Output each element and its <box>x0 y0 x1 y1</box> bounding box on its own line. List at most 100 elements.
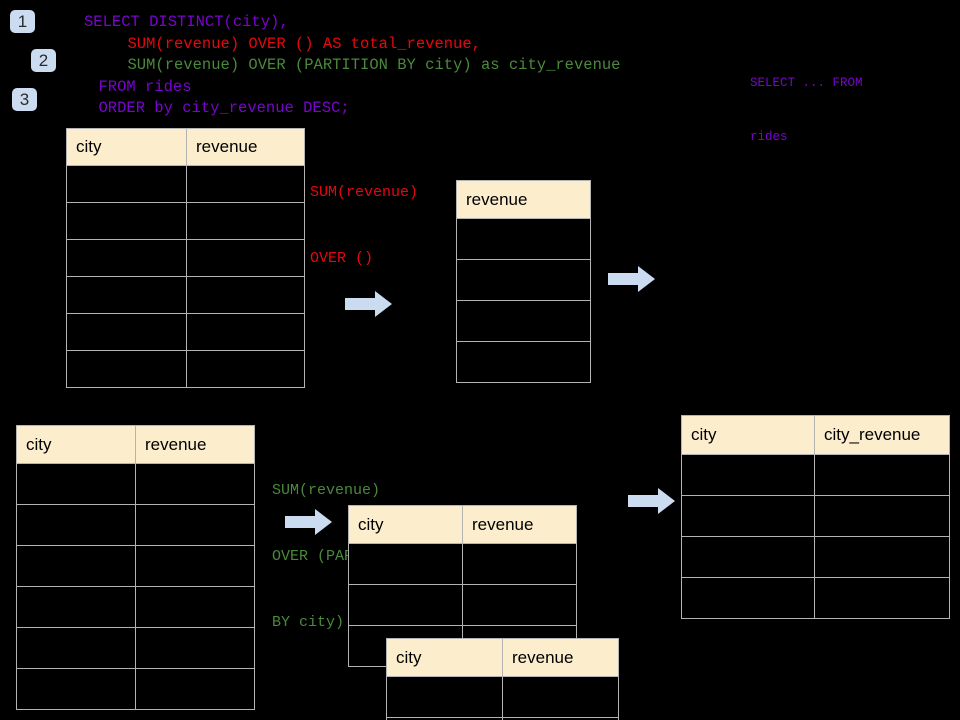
table-cell <box>66 239 187 277</box>
table-cell <box>814 577 950 619</box>
annotation-total-revenue: SUM(revenue) OVER () <box>310 138 418 314</box>
table-cell <box>66 350 187 388</box>
column-header-revenue: revenue <box>502 638 619 677</box>
column-header-revenue: revenue <box>456 180 591 219</box>
table-row <box>66 350 305 388</box>
table-cell <box>135 627 255 669</box>
table-cell <box>16 668 136 710</box>
table-row <box>66 313 305 351</box>
annotation-city-revenue-line-3: BY city) <box>272 614 345 631</box>
table-cell <box>135 504 255 546</box>
table-cell <box>348 543 463 585</box>
annotation-total-revenue-line-2: OVER () <box>310 250 374 267</box>
table-row <box>456 259 591 301</box>
table-cell <box>681 454 815 496</box>
table-cell <box>135 668 255 710</box>
table-row <box>681 454 950 496</box>
table-cell <box>502 717 619 720</box>
table-cell <box>16 504 136 546</box>
table-row <box>681 577 950 619</box>
right-arrow-icon <box>285 509 332 535</box>
table-cell <box>16 627 136 669</box>
table-row <box>386 676 619 718</box>
table-cell <box>16 586 136 628</box>
table-cell <box>462 584 577 626</box>
column-header-city: city <box>386 638 503 677</box>
annotation-city-revenue-line-1: SUM(revenue) <box>272 482 381 499</box>
table-row <box>456 341 591 383</box>
table-cell <box>456 300 591 342</box>
total-revenue-table: revenue <box>456 180 591 383</box>
table-cell <box>456 218 591 260</box>
table-cell <box>456 259 591 301</box>
arrow-total-to-result <box>608 265 656 293</box>
sql-line-3: SUM(revenue) OVER (PARTITION BY city) as… <box>127 56 621 74</box>
table-row <box>681 495 950 537</box>
table-cell <box>386 676 503 718</box>
sql-sidenote: SELECT ... FROM rides <box>750 38 863 182</box>
table-cell <box>814 536 950 578</box>
table-cell <box>186 350 305 388</box>
arrow-source-to-total <box>345 290 393 318</box>
table-row <box>16 668 255 710</box>
sidenote-line-2: rides <box>750 130 788 144</box>
table-cell <box>186 239 305 277</box>
table-row <box>348 543 577 585</box>
table-row <box>66 202 305 240</box>
table-row <box>681 536 950 578</box>
table-cell <box>135 463 255 505</box>
column-header-city: city <box>66 128 187 166</box>
table-cell <box>186 276 305 314</box>
sql-line-2: SUM(revenue) OVER () AS total_revenue, <box>127 34 481 53</box>
column-header-revenue: revenue <box>462 505 577 544</box>
table-cell <box>348 584 463 626</box>
right-arrow-icon <box>345 291 392 317</box>
table-cell <box>66 276 187 314</box>
table-cell <box>681 495 815 537</box>
table-cell <box>456 341 591 383</box>
table-cell <box>186 313 305 351</box>
table-cell <box>66 165 187 203</box>
table-cell <box>814 495 950 537</box>
table-cell <box>502 676 619 718</box>
table-row <box>66 165 305 203</box>
table-row <box>16 586 255 628</box>
table-cell <box>681 536 815 578</box>
annotation-total-revenue-line-1: SUM(revenue) <box>310 184 419 201</box>
table-row <box>16 627 255 669</box>
table-row <box>16 463 255 505</box>
sql-line-5: ORDER by city_revenue DESC; <box>98 99 350 117</box>
table-cell <box>681 577 815 619</box>
table-cell <box>186 202 305 240</box>
table-row <box>348 584 577 626</box>
column-header-city_revenue: city_revenue <box>814 415 950 455</box>
column-header-city: city <box>348 505 463 544</box>
table-cell <box>462 543 577 585</box>
table-cell <box>135 586 255 628</box>
right-arrow-icon <box>608 266 655 292</box>
table-row <box>456 300 591 342</box>
table-row <box>386 717 619 720</box>
arrow-partition-to-result <box>628 487 676 515</box>
step-badge-2: 2 <box>31 49 56 72</box>
table-row <box>16 545 255 587</box>
sql-line-4: FROM rides <box>98 77 192 96</box>
sql-query-block: SELECT DISTINCT(city),SUM(revenue) OVER … <box>84 12 620 120</box>
column-header-revenue: revenue <box>135 425 255 464</box>
sidenote-line-1: SELECT ... FROM <box>750 76 863 90</box>
table-row <box>66 239 305 277</box>
column-header-city: city <box>681 415 815 455</box>
table-cell <box>186 165 305 203</box>
table-cell <box>66 202 187 240</box>
arrow-source-to-partition <box>285 508 333 536</box>
